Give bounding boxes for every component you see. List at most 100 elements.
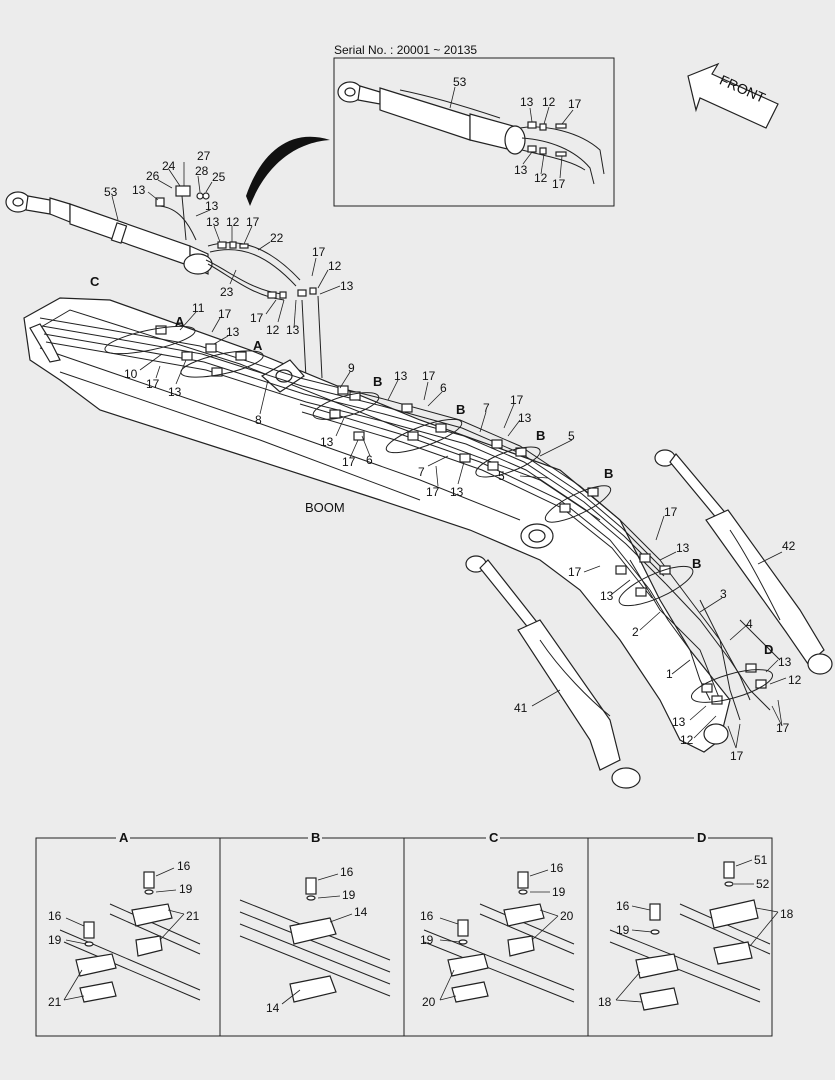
callout: 4 [746,617,753,631]
panel-callout: 19 [552,885,566,899]
callout: 13 [206,215,220,229]
callout: 13 [340,279,354,293]
inset-callout: 13 [514,163,528,177]
panel-callout: 20 [560,909,574,923]
panel-callout: 19 [342,888,356,902]
section-marker: A [253,338,263,353]
panel-callout: 14 [266,1001,280,1015]
callout: 26 [146,169,160,183]
inset-leaders [449,86,574,179]
panel-callout: 21 [186,909,200,923]
callout: 41 [514,701,528,715]
callout: 8 [255,413,262,427]
callout: 13 [676,541,690,555]
callout: 13 [518,411,532,425]
callout: 17 [730,749,744,763]
panel-callout: 18 [780,907,794,921]
detail-panel-b: B 16 19 14 14 [239,830,391,1015]
cylinder-42 [654,449,833,675]
callout: 12 [328,259,342,273]
panel-callout: 52 [756,877,770,891]
inset-callout: 13 [520,95,534,109]
callout: 25 [212,170,226,184]
inset-callout: 12 [534,171,548,185]
callout: 6 [440,381,447,395]
panel-callout: 19 [48,933,62,947]
callout: 10 [124,367,138,381]
section-marker: C [90,274,100,289]
callout: 17 [664,505,678,519]
callout: 17 [568,565,582,579]
panel-callout: 16 [340,865,354,879]
main-callouts: 53 27 24 26 28 25 13 13 13 12 17 22 23 1… [104,149,802,763]
callout: 12 [680,733,694,747]
section-marker: B [604,466,613,481]
callout: 27 [197,149,211,163]
callout: 17 [250,311,264,325]
panel-callout: 16 [616,899,630,913]
main-leaders [111,162,787,749]
callout: 13 [286,323,300,337]
callout: 22 [270,231,284,245]
panel-title: C [489,830,499,845]
callout: 13 [394,369,408,383]
callout: 7 [483,401,490,415]
callout: 17 [510,393,524,407]
callout: 23 [220,285,234,299]
callout: 13 [320,435,334,449]
inset-pointer-arrow [246,136,330,206]
panel-callout: 14 [354,905,368,919]
inset-cylinder [337,81,605,185]
callout: 13 [168,385,182,399]
panel-callout: 16 [420,909,434,923]
panel-callout: 19 [616,923,630,937]
callout: 17 [246,215,260,229]
callout: 7 [418,465,425,479]
callout: 53 [104,185,118,199]
callout: 42 [782,539,796,553]
callout: 24 [162,159,176,173]
boom-cylinder [5,191,213,275]
callout: 17 [342,455,356,469]
section-marker: B [536,428,545,443]
inset-fittings [527,121,567,157]
panel-callout: 16 [177,859,191,873]
callout: 1 [666,667,673,681]
callout: 13 [450,485,464,499]
pipe-clamps [155,325,767,705]
panel-title: A [119,830,129,845]
panel-callout: 16 [550,861,564,875]
callout: 6 [366,453,373,467]
panel-callout: 19 [420,933,434,947]
callout: 5 [498,469,505,483]
callout: 17 [146,377,160,391]
callout: 17 [426,485,440,499]
inset-callouts: 53 13 12 17 13 12 17 [453,75,582,191]
inset-callout: 17 [552,177,566,191]
inset-callout: 12 [542,95,556,109]
inset-callout: 17 [568,97,582,111]
callout: 11 [192,301,205,315]
front-arrow-icon: FRONT [687,62,779,129]
callout: 9 [348,361,355,375]
callout: 12 [266,323,280,337]
panel-callout: 16 [48,909,62,923]
panel-callout: 21 [48,995,62,1009]
callout: 12 [226,215,240,229]
panel-callout: 20 [422,995,436,1009]
callout: 13 [600,589,614,603]
detail-panel-c: C 16 19 20 16 19 20 [420,830,575,1009]
section-marker: A [175,314,185,329]
section-marker: B [373,374,382,389]
callout: 13 [672,715,686,729]
section-marker: B [456,402,465,417]
serial-caption: Serial No. : 20001 ~ 20135 [334,43,477,57]
boom-label: BOOM [305,500,345,515]
callout: 17 [312,245,326,259]
section-marker: D [764,642,773,657]
callout: 13 [132,183,146,197]
callout: 13 [778,655,792,669]
cylinder-41 [465,555,641,789]
cylinder-fittings [155,185,317,299]
